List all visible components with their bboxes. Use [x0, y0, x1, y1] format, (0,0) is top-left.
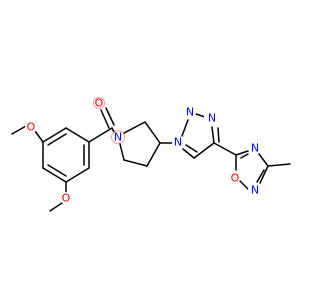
bond	[182, 148, 195, 159]
bond	[100, 109, 110, 129]
atom-oxadiazole-o1: O	[229, 171, 241, 185]
bond	[88, 127, 113, 143]
bond	[235, 150, 249, 156]
atom-pyrrolidine-nitrogen: N	[112, 131, 124, 144]
atom-carbonyl-oxygen: O	[94, 97, 104, 110]
bond	[259, 165, 269, 184]
bond	[47, 164, 67, 177]
bond	[185, 144, 198, 153]
bond	[238, 179, 249, 190]
atom-methoxy-bottom-oxygen: O	[60, 192, 72, 205]
atom-triazole-n2: N	[184, 106, 196, 119]
oxadiazole-ring	[235, 150, 269, 190]
bond	[65, 127, 90, 143]
atom-symbol: O	[62, 192, 71, 205]
bond	[34, 130, 44, 143]
atom-triazole-n1: N	[172, 136, 184, 149]
atom-symbol: O	[27, 121, 36, 134]
atom-symbol: N	[251, 184, 259, 197]
atom-oxadiazole-n2: N	[248, 184, 260, 197]
bond	[105, 107, 115, 126]
atom-symbol: N	[114, 131, 122, 144]
bond	[146, 142, 161, 167]
bond	[193, 142, 215, 159]
bond	[267, 163, 291, 167]
atom-symbol: N	[208, 112, 216, 125]
atom-oxadiazole-n4: N	[249, 142, 261, 155]
bond	[256, 169, 265, 183]
bond	[213, 142, 237, 156]
molecule-canvas: O N N N N N N O O O	[11, 96, 291, 212]
pyrrolidine-ring	[119, 121, 161, 167]
bond	[119, 143, 125, 161]
bond	[123, 159, 148, 167]
bond	[11, 125, 27, 135]
bond	[240, 153, 249, 159]
atom-symbol: N	[186, 106, 194, 119]
molecule-structure: O N N N N N N O O O	[11, 97, 291, 212]
bond	[258, 153, 269, 167]
bond	[42, 127, 67, 143]
bond	[217, 127, 220, 143]
bond	[211, 126, 215, 144]
atom-symbol: N	[174, 136, 182, 149]
atom-triazole-n3: N	[204, 111, 216, 125]
bond	[47, 133, 67, 146]
bond	[144, 121, 161, 144]
bond	[181, 119, 189, 137]
benzene-ring	[42, 127, 90, 183]
atom-symbol: N	[251, 142, 259, 155]
bond	[42, 167, 67, 183]
bond	[123, 121, 146, 134]
bond	[111, 127, 115, 133]
bond	[49, 202, 63, 212]
bond	[65, 167, 90, 183]
atom-methoxy-top-oxygen: O	[25, 121, 37, 134]
atom-symbol: O	[231, 172, 240, 185]
atom-symbol: O	[95, 97, 104, 110]
